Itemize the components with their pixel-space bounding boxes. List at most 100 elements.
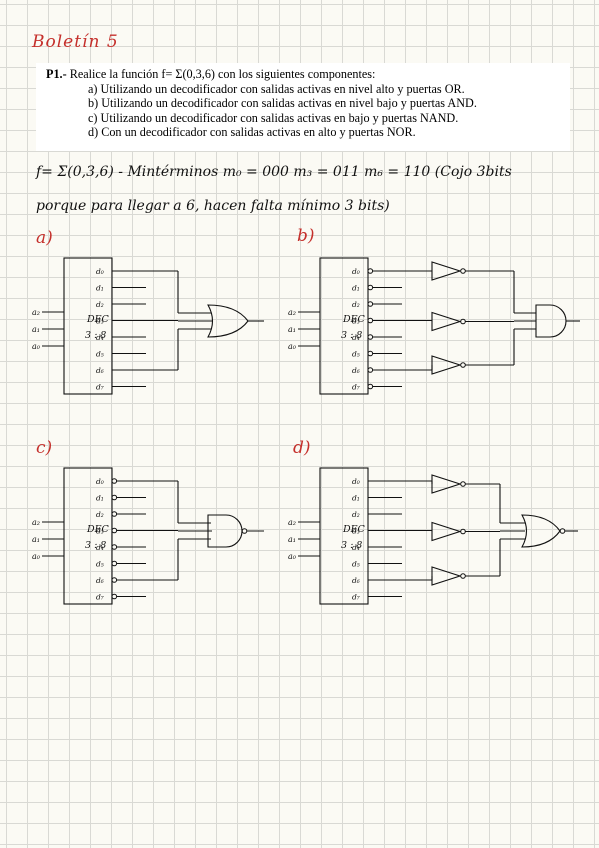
decoder-output-label: d₇	[352, 383, 360, 392]
section-label-c: c)	[36, 438, 53, 458]
decoder-output-label: d₄	[352, 543, 360, 552]
active-low-bubble	[111, 494, 118, 501]
problem-text: Realice la función f= Σ(0,3,6) con los s…	[69, 67, 376, 81]
nor-gate	[521, 514, 561, 548]
decoder-output-label: d₅	[352, 350, 360, 359]
option-c: c) Utilizando un decodificador con salid…	[88, 110, 459, 125]
circuit-b: DEC 3 : 8 a₂ a₁ a₀ d₀ d₁ d₂ d₃ d₄ d₅ d₆ d₇	[288, 257, 580, 395]
decoder-output-label: d₇	[96, 383, 104, 392]
decoder-input-label: a₀	[288, 342, 297, 351]
page-title: Boletín 5	[32, 32, 119, 52]
decoder-output-label: d₃	[352, 317, 360, 326]
active-low-bubble	[367, 301, 374, 307]
not-gate-bubble	[460, 268, 466, 274]
not-gate-bubble	[460, 481, 466, 487]
nand-gate	[207, 514, 243, 548]
decoder-output-label: d₃	[352, 527, 360, 536]
decoder-input-label: a₂	[288, 308, 296, 317]
decoder-input-label: a₀	[32, 342, 41, 351]
active-low-bubble	[367, 350, 374, 357]
not-gate	[431, 311, 462, 332]
decoder-input-label: a₀	[32, 552, 41, 561]
section-label-b: b)	[297, 226, 315, 246]
decoder-output-label: d₃	[96, 317, 104, 326]
decoder-output-label: d₁	[352, 494, 360, 503]
decoder-output-label: d₁	[96, 284, 104, 293]
option-d: d) Con un decodificador con salidas acti…	[88, 125, 416, 140]
active-low-bubble	[111, 544, 118, 550]
decoder-size-label: 3 : 8	[341, 330, 362, 341]
not-gate-bubble	[460, 318, 466, 325]
decoder-output-label: d₃	[96, 527, 104, 536]
decoder-input-label: a₁	[32, 325, 40, 334]
decoder-box	[319, 467, 369, 605]
decoder-size-label: 3 : 8	[85, 330, 106, 341]
active-low-bubble	[367, 383, 374, 390]
decoder-output-label: d₄	[352, 333, 360, 342]
decoder-label: DEC	[342, 314, 366, 325]
decoder-output-label: d₀	[96, 477, 104, 486]
decoder-input-label: a₀	[288, 552, 297, 561]
active-low-bubble	[367, 284, 374, 291]
nand-bubble	[241, 528, 248, 534]
not-gate	[431, 521, 462, 542]
decoder-output-label: d₄	[96, 333, 104, 342]
decoder-output-label: d₇	[352, 593, 360, 602]
active-low-bubble	[111, 577, 118, 583]
active-low-bubble	[111, 478, 118, 484]
decoder-input-label: a₂	[32, 308, 40, 317]
decoder-output-label: d₀	[352, 267, 360, 276]
decoder-output-label: d₅	[96, 560, 104, 569]
decoder-size-label: 3 : 8	[85, 540, 106, 551]
decoder-box	[63, 257, 113, 395]
decoder-output-label: d₅	[96, 350, 104, 359]
decoder-input-label: a₂	[288, 518, 296, 527]
active-low-bubble	[111, 593, 118, 600]
decoder-output-label: d₂	[352, 300, 360, 309]
section-label-a: a)	[36, 228, 53, 248]
note-line-1: f= Σ(0,3,6) - Mintérminos m₀ = 000 m₃ = …	[36, 164, 512, 180]
section-label-d: d)	[293, 438, 311, 458]
decoder-input-label: a₁	[32, 535, 40, 544]
nor-bubble	[559, 528, 566, 534]
decoder-output-label: d₁	[352, 284, 360, 293]
problem-statement: P1.- Realice la función f= Σ(0,3,6) con …	[36, 63, 570, 151]
problem-lead: P1.- Realice la función f= Σ(0,3,6) con …	[46, 67, 562, 82]
decoder-output-label: d₅	[352, 560, 360, 569]
active-low-bubble	[111, 511, 118, 517]
decoder-output-label: d₆	[352, 366, 360, 375]
not-gate-bubble	[460, 573, 466, 579]
decoder-input-label: a₁	[288, 325, 296, 334]
decoder-output-label: d₆	[352, 576, 360, 585]
decoder-output-label: d₀	[96, 267, 104, 276]
active-low-bubble	[367, 268, 374, 274]
decoder-output-label: d₂	[96, 510, 104, 519]
or-gate	[207, 304, 249, 338]
active-low-bubble	[367, 334, 374, 340]
decoder-input-label: a₁	[288, 535, 296, 544]
and-gate	[535, 304, 567, 338]
decoder-output-label: d₂	[96, 300, 104, 309]
active-low-bubble	[111, 527, 118, 534]
active-low-bubble	[367, 317, 374, 324]
decoder-output-label: d₄	[96, 543, 104, 552]
not-gate	[431, 261, 462, 281]
option-b: b) Utilizando un decodificador con salid…	[88, 96, 477, 111]
decoder-output-label: d₆	[96, 366, 104, 375]
decoder-output-label: d₇	[96, 593, 104, 602]
not-gate	[431, 355, 462, 375]
decoder-output-label: d₁	[96, 494, 104, 503]
active-low-bubble	[367, 367, 374, 373]
not-gate-bubble	[460, 528, 466, 535]
note-line-2: porque para llegar a 6, hacen falta míni…	[36, 198, 390, 214]
option-a: a) Utilizando un decodificador con salid…	[88, 81, 465, 96]
circuit-a: DEC 3 : 8 a₂ a₁ a₀ d₀ d₁ d₂ d₃ d₄ d₅ d₆ d₇	[32, 257, 264, 395]
decoder-label: DEC	[86, 524, 110, 535]
decoder-label: DEC	[86, 314, 110, 325]
problem-label: P1.-	[46, 67, 67, 81]
not-gate-bubble	[460, 362, 466, 368]
decoder-box	[319, 257, 369, 395]
decoder-output-label: d₆	[96, 576, 104, 585]
